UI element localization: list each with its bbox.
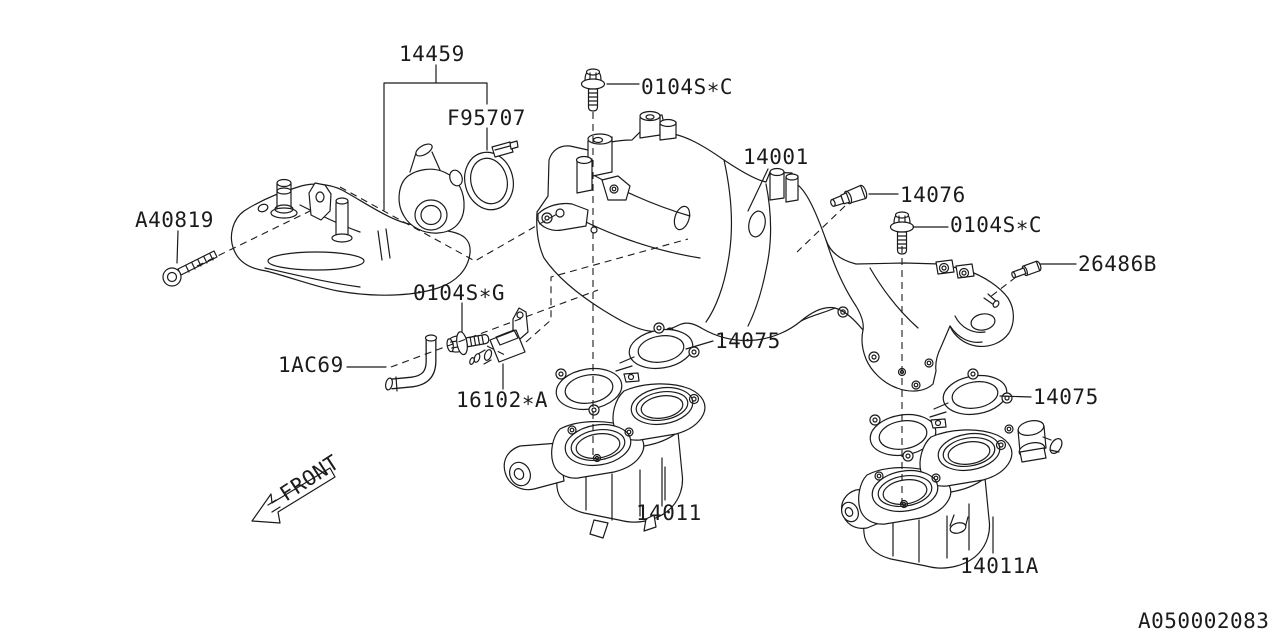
part-label-0104sc-right: 0104S∗C <box>950 213 1043 237</box>
part-label-f95707: F95707 <box>447 106 526 130</box>
throttle-body-right-art <box>841 418 1063 569</box>
water-hose-art <box>385 334 438 392</box>
part-label-0104sc-top: 0104S∗C <box>641 75 734 99</box>
bolt-0104sc-top-icon <box>580 68 606 112</box>
pin-26486b-icon <box>1011 260 1042 279</box>
part-label-14075-left: 14075 <box>715 329 781 353</box>
part-label-16102a: 16102∗A <box>456 388 549 412</box>
part-label-14001: 14001 <box>743 145 809 169</box>
part-label-14076: 14076 <box>900 183 966 207</box>
sensor-14076-icon <box>830 184 868 207</box>
doc-number: A050002083 <box>1138 609 1270 633</box>
gasket-left-art <box>555 322 700 416</box>
hose-clamp-art <box>464 140 519 211</box>
label-leader-lines <box>176 64 1077 554</box>
part-label-0104sg: 0104S∗G <box>413 281 506 305</box>
water-pipe-assembly-art <box>230 143 471 296</box>
purge-valve-art <box>469 307 529 365</box>
bolt-a40819-icon <box>162 250 218 287</box>
dashed-alignment-lines <box>196 112 1017 504</box>
throttle-body-left-art <box>503 372 706 539</box>
part-label-14011: 14011 <box>636 501 702 525</box>
intake-manifold-art <box>536 110 1014 392</box>
part-label-14459: 14459 <box>399 42 465 66</box>
gasket-right-art <box>869 368 1013 462</box>
front-arrow-icon <box>251 467 336 524</box>
part-label-26486b: 26486B <box>1078 252 1157 276</box>
bolt-0104sg-icon <box>444 326 492 358</box>
part-label-14075-right: 14075 <box>1033 385 1099 409</box>
part-label-a40819: A40819 <box>135 208 214 232</box>
part-label-14011a: 14011A <box>960 554 1039 578</box>
part-label-1ac69: 1AC69 <box>278 353 344 377</box>
